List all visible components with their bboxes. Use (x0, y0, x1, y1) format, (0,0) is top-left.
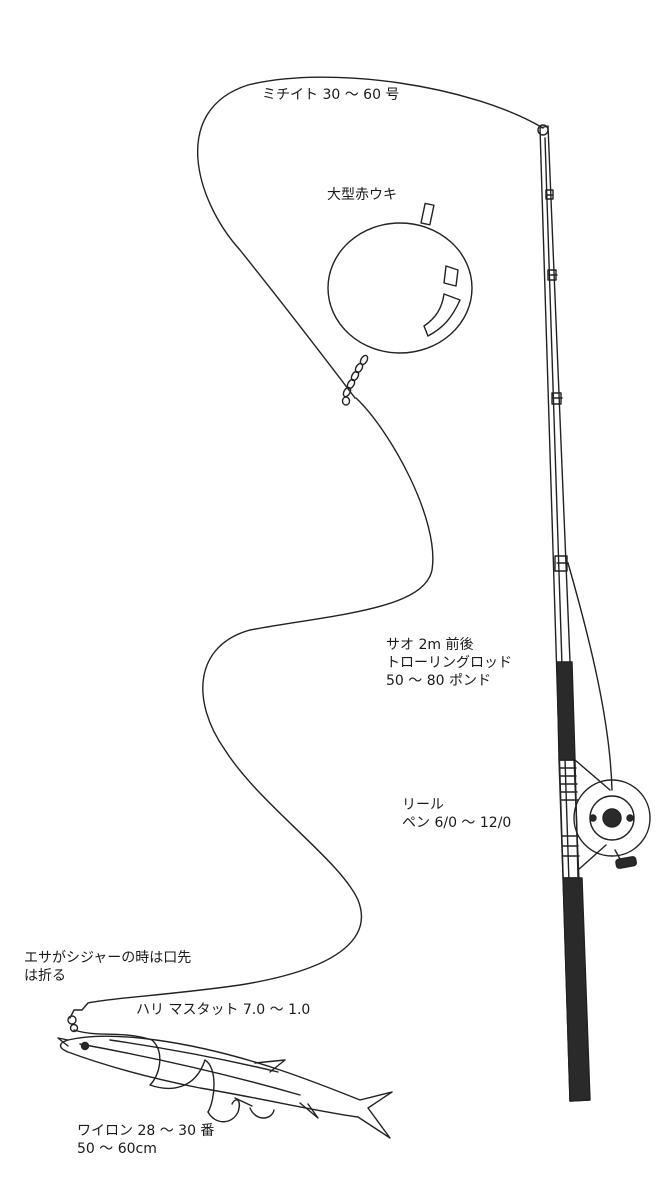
rod-rear-grip (562, 877, 591, 1102)
float-highlight-2 (423, 293, 461, 337)
rod-label-line-1: サオ 2m 前後 (386, 637, 474, 653)
float-top-stem (420, 202, 435, 226)
leader-wire (73, 1029, 275, 1123)
reel-label-line-1: リール (402, 797, 444, 813)
bait-fish (57, 1035, 393, 1139)
float-highlight-1 (443, 265, 459, 287)
main-line-upper (197, 76, 544, 399)
reel-label-line-2: ペン 6/0 〜 12/0 (402, 815, 512, 831)
rod-label-line-3: 50 〜 80 ポンド (386, 673, 491, 689)
main-line-lower (87, 397, 434, 1004)
line-along-rod (567, 562, 613, 791)
bait-note-line-2: は折る (24, 968, 66, 984)
leader-label-line-2: 50 〜 60cm (77, 1141, 157, 1157)
leader-label: ワイロン 28 〜 30 番 50 〜 60cm (77, 1122, 214, 1158)
reel (573, 759, 651, 871)
reel-label: リール ペン 6/0 〜 12/0 (402, 796, 511, 832)
hook-label: ハリ マスタット 7.0 〜 1.0 (136, 1002, 311, 1018)
bait-note-label: エサがシジャーの時は口先 は折る (24, 949, 191, 985)
float-label: 大型赤ウキ (327, 187, 397, 203)
reel-seat (558, 759, 580, 879)
float-body (327, 222, 473, 354)
rod-label-line-2: トローリングロッド (386, 655, 512, 671)
bait-note-line-1: エサがシジャーの時は口先 (24, 950, 192, 966)
rod-fore-grip (556, 661, 576, 761)
leader-label-line-1: ワイロン 28 〜 30 番 (77, 1123, 215, 1139)
rod-label: サオ 2m 前後 トローリングロッド 50 〜 80 ポンド (386, 636, 512, 690)
float-swivel (341, 354, 369, 406)
main-line-label: ミチイト 30 〜 60 号 (262, 87, 400, 103)
leader-snap (67, 1002, 89, 1033)
